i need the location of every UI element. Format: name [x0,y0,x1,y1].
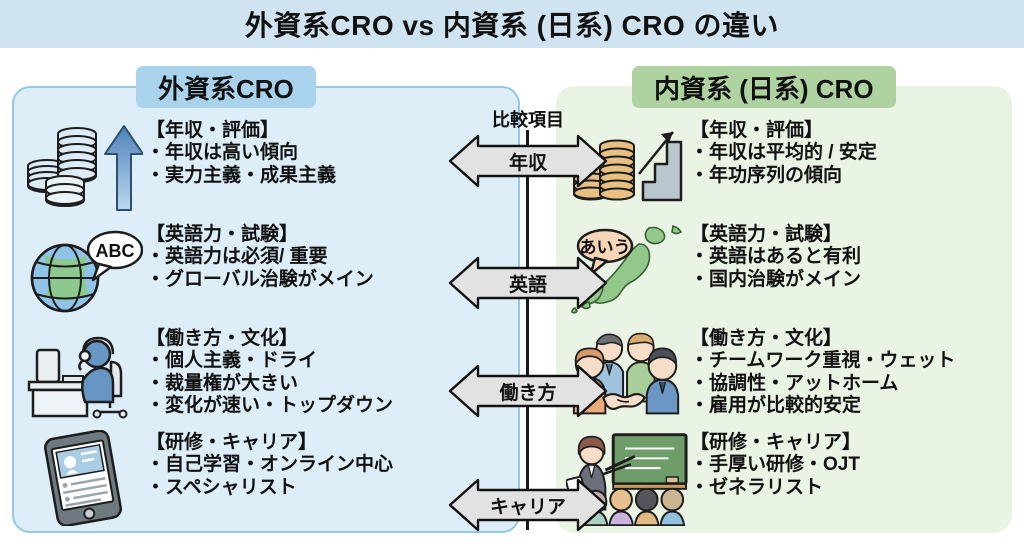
compare-arrow-workstyle-label: 働き方 [499,382,557,404]
domestic-row-workstyle: 【働き方・文化】 ・チームワーク重視・ウェット ・協調性・アットホーム ・雇用が… [566,326,1006,430]
section-heading: 【年収・評価】 [690,120,824,141]
comparison-column: 比較項目 年収 英語 働き方 キャリア [448,106,608,536]
classroom-training-icon [566,430,690,526]
compare-arrow-salary-label: 年収 [508,152,547,174]
section-heading: 【英語力・試験】 [146,224,299,245]
foreign-cro-header-label: 外資系CRO [158,73,294,104]
bullet-item: ・ゼネラリスト [690,476,824,498]
foreign-row-career: 【研修・キャリア】 ・自己学習・オンライン中心 ・スペシャリスト [22,430,512,534]
compare-arrow-english-label: 英語 [508,274,547,296]
section-heading: 【英語力・試験】 [690,224,843,245]
foreign-row-english: ABC 【英語力・試験】 ・英語力は必須/ 重要 ・グローバル治験がメイン [22,222,512,326]
coin-stacks-stairs-chart-icon [566,118,690,214]
bullet-item: ・英語力は必須/ 重要 [146,246,328,268]
foreign-row-workstyle-text: 【働き方・文化】 ・個人主義・ドライ ・裁量権が大きい ・変化が速い・トップダウ… [146,326,512,418]
foreign-row-salary-text: 【年収・評価】 ・年収は高い傾向 ・実力主義・成果主義 [146,118,512,187]
bullet-item: ・自己学習・オンライン中心 [146,454,394,476]
foreign-cro-header: 外資系CRO [136,66,316,108]
section-heading: 【研修・キャリア】 [146,432,318,453]
bullet-item: ・スペシャリスト [146,476,297,498]
compare-arrow-english: 英語 [448,256,608,310]
japan-map-aiu-speech-icon: あいう [566,222,690,318]
title-bar: 外資系CRO vs 内資系 (日系) CRO の違い [0,0,1024,48]
domestic-cro-rows: 【年収・評価】 ・年収は平均的 / 安定 ・年功序列の傾向 あいう [566,118,1006,534]
foreign-row-english-text: 【英語力・試験】 ・英語力は必須/ 重要 ・グローバル治験がメイン [146,222,512,291]
domestic-row-salary: 【年収・評価】 ・年収は平均的 / 安定 ・年功序列の傾向 [566,118,1006,222]
domestic-row-career: 【研修・キャリア】 ・手厚い研修・OJT ・ゼネラリスト [566,430,1006,534]
domestic-cro-header-label: 内資系 (日系) CRO [654,73,874,104]
desk-worker-headset-icon [22,326,146,422]
bullet-item: ・年功序列の傾向 [690,164,843,186]
bullet-item: ・雇用が比較的安定 [690,395,862,417]
svg-text:あいう: あいう [580,238,631,257]
bullet-item: ・裁量権が大きい [146,372,299,394]
globe-abc-speech-icon: ABC [22,222,146,318]
domestic-row-salary-text: 【年収・評価】 ・年収は平均的 / 安定 ・年功序列の傾向 [690,118,1006,187]
bullet-item: ・実力主義・成果主義 [146,164,337,186]
bullet-item: ・協調性・アットホーム [690,372,899,394]
domestic-row-english-text: 【英語力・試験】 ・英語はあると有利 ・国内治験がメイン [690,222,1006,291]
bullet-item: ・英語はあると有利 [690,246,862,268]
page-title: 外資系CRO vs 内資系 (日系) CRO の違い [244,10,780,41]
bullet-item: ・手厚い研修・OJT [690,454,860,476]
bullet-item: ・年収は高い傾向 [146,142,299,164]
domestic-row-english: あいう 【英語力・試験】 ・英語はあると有利 ・国内治験がメイン [566,222,1006,326]
bullet-item: ・チームワーク重視・ウェット [690,350,956,372]
domestic-row-workstyle-text: 【働き方・文化】 ・チームワーク重視・ウェット ・協調性・アットホーム ・雇用が… [690,326,1006,418]
compare-arrow-salary: 年収 [448,134,608,188]
coin-stacks-up-arrow-icon [22,118,146,214]
tablet-online-learning-icon [22,430,146,526]
bullet-item: ・グローバル治験がメイン [146,268,374,290]
team-handshake-icon [566,326,690,422]
foreign-row-career-text: 【研修・キャリア】 ・自己学習・オンライン中心 ・スペシャリスト [146,430,512,499]
comparison-spine-line [526,130,529,530]
bullet-item: ・変化が速い・トップダウン [146,395,394,417]
compare-arrow-career: キャリア [448,478,608,532]
domestic-row-career-text: 【研修・キャリア】 ・手厚い研修・OJT ・ゼネラリスト [690,430,1006,499]
compare-arrow-workstyle: 働き方 [448,364,608,418]
section-heading: 【働き方・文化】 [690,328,843,349]
bullet-item: ・個人主義・ドライ [146,350,318,372]
domestic-cro-header: 内資系 (日系) CRO [632,66,896,108]
foreign-row-salary: 【年収・評価】 ・年収は高い傾向 ・実力主義・成果主義 [22,118,512,222]
section-heading: 【年収・評価】 [146,120,280,141]
compare-arrow-career-label: キャリア [489,496,566,518]
bullet-item: ・年収は平均的 / 安定 [690,142,877,164]
svg-text:ABC: ABC [96,241,135,261]
foreign-cro-rows: 【年収・評価】 ・年収は高い傾向 ・実力主義・成果主義 ABC [22,118,512,534]
bullet-item: ・国内治験がメイン [690,268,862,290]
section-heading: 【働き方・文化】 [146,328,299,349]
section-heading: 【研修・キャリア】 [690,432,862,453]
comparison-column-label: 比較項目 [492,110,564,130]
foreign-row-workstyle: 【働き方・文化】 ・個人主義・ドライ ・裁量権が大きい ・変化が速い・トップダウ… [22,326,512,430]
